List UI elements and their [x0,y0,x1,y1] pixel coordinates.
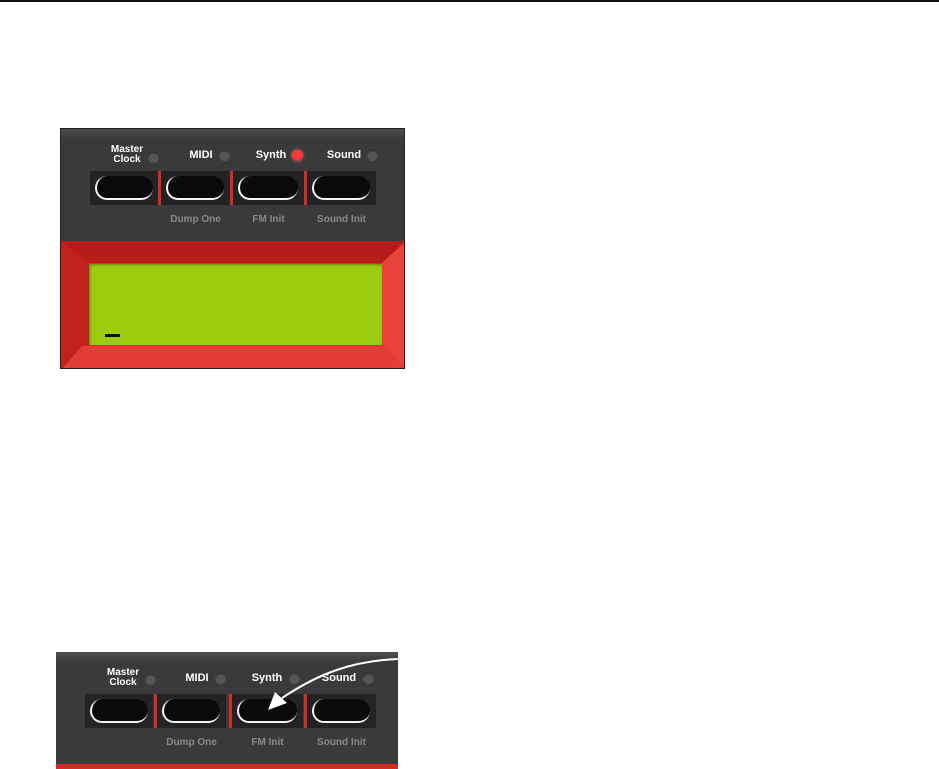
sound-label: Sound [326,149,362,161]
sound-button-well [307,694,376,728]
master-clock-button[interactable] [90,699,148,723]
curved-pointer-arrow-icon [268,658,398,710]
master-label-line: Master [110,144,144,155]
sound-button[interactable] [312,699,370,723]
midi-label: MIDI [185,672,209,684]
separator [230,171,233,205]
panel-highlight [61,129,404,139]
sound-label: Sound [321,672,357,684]
sound-init-label: Sound Init [317,214,366,225]
separator [304,694,307,728]
sound-led-icon [363,673,374,684]
clock-label-line: Clock [113,154,141,165]
master-clock-label: Master Clock [100,668,146,688]
master-clock-led-icon [145,674,156,685]
synth-panel-buttons: Master Clock MIDI Synth Sound Dump One F… [56,652,398,769]
sound-led-icon [367,150,378,161]
display-bezel [61,241,404,368]
synth-led-icon [292,150,303,161]
synth-panel-with-display: Master Clock MIDI Synth Sound Dump One F… [60,128,405,369]
master-clock-button-well [90,171,158,205]
midi-button[interactable] [166,176,224,200]
master-clock-button[interactable] [95,176,153,200]
lcd-cursor [105,334,120,337]
synth-button-well [233,171,304,205]
panel-highlight [56,652,398,662]
midi-button-well [157,694,226,728]
synth-led-icon [289,673,300,684]
master-clock-button-well [85,694,153,728]
sound-button[interactable] [312,176,370,200]
separator [229,694,232,728]
midi-button-well [161,171,230,205]
synth-label: Synth [255,149,287,161]
dump-one-label: Dump One [170,214,221,225]
midi-button[interactable] [162,699,220,723]
sound-init-label: Sound Init [317,737,366,748]
synth-button[interactable] [238,176,298,200]
synth-label: Synth [251,672,283,684]
fm-init-label: FM Init [251,737,284,748]
master-label-line: Master [106,667,140,678]
master-clock-label: Master Clock [104,145,150,165]
bezel-top-bevel [61,241,404,263]
fm-init-label: FM Init [252,214,285,225]
midi-led-icon [215,673,226,684]
master-clock-led-icon [148,152,159,163]
sound-button-well [307,171,376,205]
midi-led-icon [219,150,230,161]
separator [304,171,307,205]
separator [158,171,161,205]
bezel-right-bevel [382,241,404,368]
midi-label: MIDI [189,149,213,161]
separator [154,694,157,728]
dump-one-label: Dump One [166,737,217,748]
display-bezel-top-edge [56,764,398,769]
bezel-bottom-bevel [61,346,404,368]
page-top-rule [0,0,939,2]
clock-label-line: Clock [109,677,137,688]
lcd-screen [89,264,382,345]
synth-button-well [232,694,303,728]
